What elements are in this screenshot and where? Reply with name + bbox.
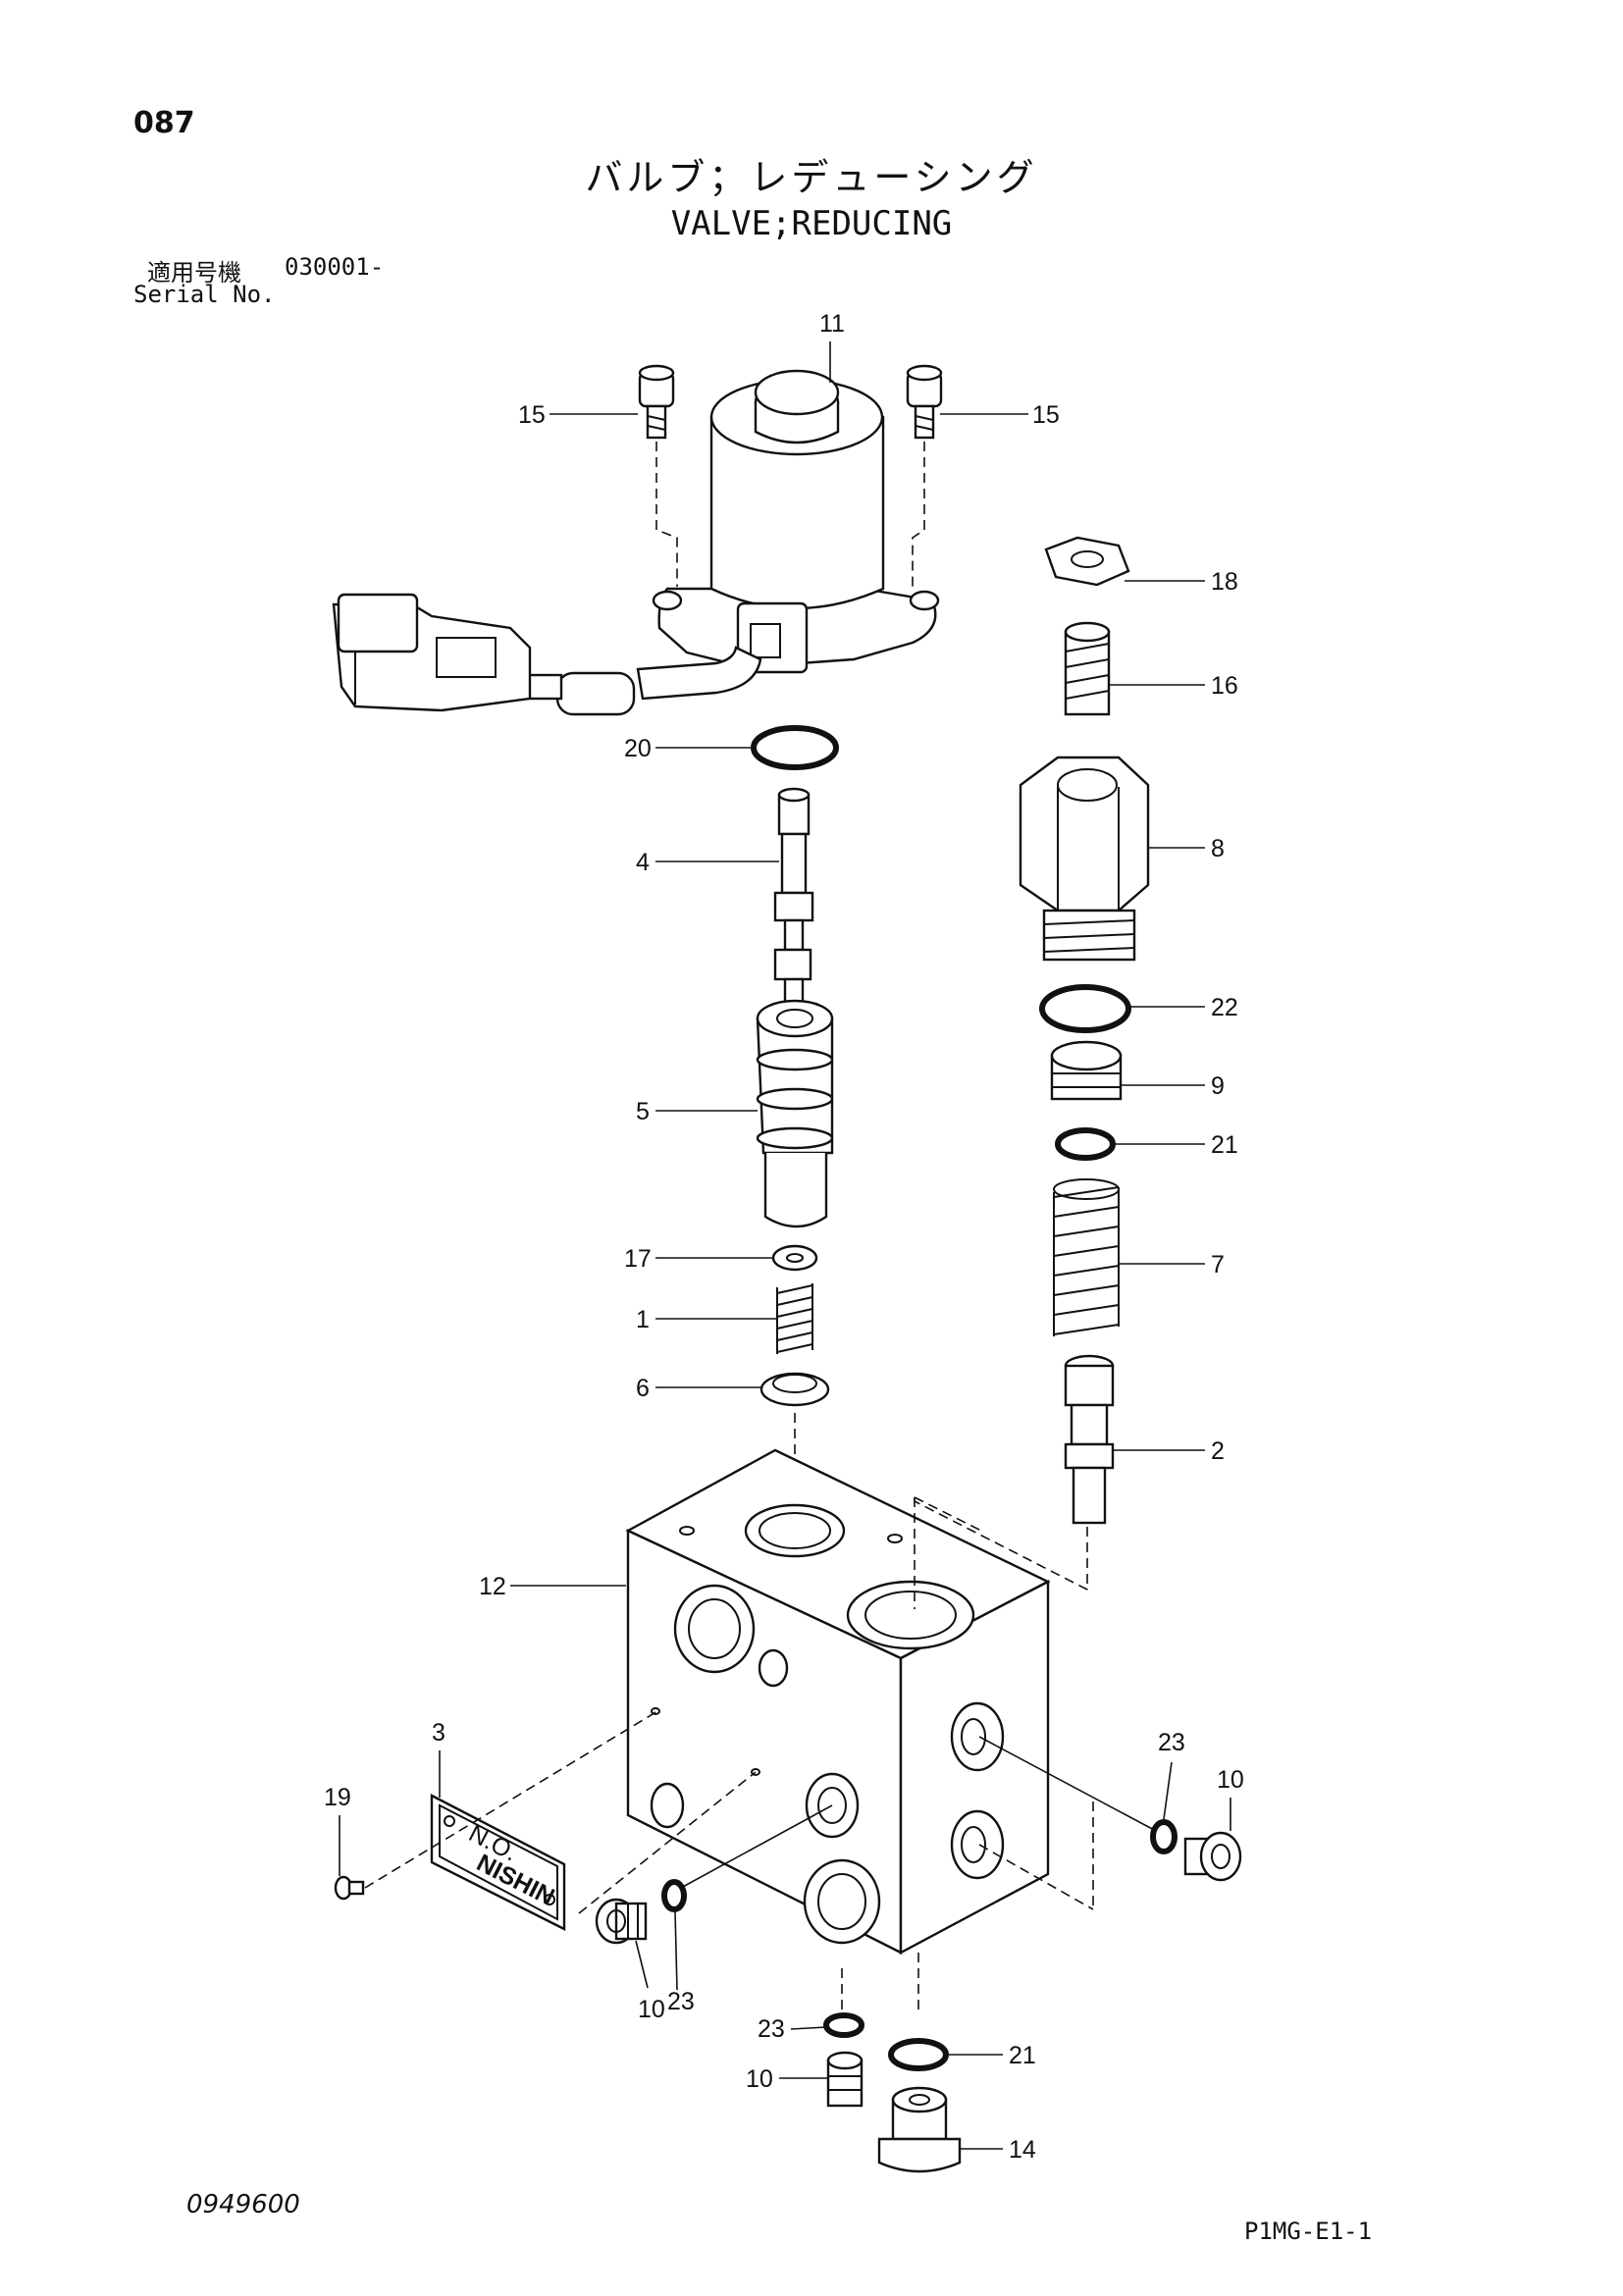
washer-part-17: [771, 1244, 818, 1272]
plug-part-10-bottom: [826, 2051, 864, 2108]
plug-part-10-right: [1183, 1831, 1242, 1882]
callout-15-right: 15: [1032, 401, 1060, 429]
o-ring-23-left: [661, 1879, 687, 1912]
callout-12: 12: [479, 1573, 506, 1600]
valve-body-part-12: [625, 1448, 1051, 1955]
title-japanese: バルブ；レデューシング: [585, 156, 1038, 199]
seat-part-6: [759, 1372, 830, 1407]
callout-22: 22: [1211, 994, 1238, 1021]
callout-16: 16: [1211, 672, 1238, 700]
callout-3: 3: [432, 1719, 445, 1747]
o-ring-20: [751, 725, 839, 770]
callout-15-left: 15: [518, 401, 546, 429]
serial-value: 030001-: [285, 253, 385, 281]
solenoid-part-11: [652, 369, 940, 674]
page-number: 087: [133, 106, 195, 140]
callout-labels: 11 15 15 18 16 20 4 8 22 5 9 21 17 7 1 6…: [324, 310, 1244, 2164]
o-ring-21: [1055, 1127, 1116, 1161]
callout-20: 20: [624, 735, 652, 762]
callout-1: 1: [636, 1306, 650, 1333]
spool-part-4: [773, 787, 814, 1007]
callout-17: 17: [624, 1245, 652, 1273]
o-ring-22: [1039, 984, 1131, 1033]
o-ring-23-bottom: [823, 2012, 864, 2038]
set-screw-part-16: [1064, 621, 1111, 716]
callout-10-right: 10: [1217, 1766, 1244, 1794]
spring-part-1: [776, 1283, 813, 1354]
callout-9: 9: [1211, 1072, 1225, 1100]
screw-15-left: [638, 364, 675, 440]
o-ring-21-bottom: [888, 2038, 949, 2071]
o-ring-23-right: [1150, 1819, 1178, 1854]
callout-21-upper: 21: [1211, 1131, 1238, 1159]
plug-part-10-left: [595, 1898, 648, 1945]
document-number: 0949600: [186, 2190, 300, 2219]
callout-19: 19: [324, 1784, 351, 1811]
callout-23-bottom: 23: [758, 2015, 785, 2043]
title-english: VALVE;REDUCING: [670, 204, 953, 243]
screw-15-right: [906, 364, 943, 440]
callout-4: 4: [636, 849, 650, 876]
callout-10-bottom: 10: [746, 2065, 773, 2093]
callout-21-bottom: 21: [1009, 2042, 1036, 2069]
callout-6: 6: [636, 1375, 650, 1402]
callout-23-left: 23: [667, 1988, 695, 2015]
callout-2: 2: [1211, 1437, 1225, 1465]
sleeve-part-5: [756, 999, 834, 1228]
poppet-part-2: [1064, 1354, 1115, 1525]
callout-5: 5: [636, 1098, 650, 1125]
callout-11: 11: [819, 310, 845, 338]
plug-part-9: [1050, 1040, 1123, 1101]
leader-lines: [339, 341, 1231, 2150]
callout-18: 18: [1211, 568, 1238, 596]
callout-8: 8: [1211, 835, 1225, 862]
serial-label-english: Serial No.: [133, 281, 276, 308]
callout-10-left: 10: [638, 1996, 665, 2023]
nut-part-18: [1044, 536, 1130, 587]
plug-part-14: [877, 2086, 962, 2173]
callout-23-right: 23: [1158, 1729, 1185, 1756]
rivet-part-19: [334, 1875, 365, 1901]
callout-14: 14: [1009, 2136, 1036, 2164]
serial-label-japanese: 適用号機: [147, 259, 241, 287]
callout-7: 7: [1211, 1251, 1225, 1278]
sheet-code: P1MG-E1-1: [1244, 2218, 1373, 2245]
spring-part-7: [1053, 1178, 1120, 1336]
plug-part-8: [1019, 756, 1150, 962]
name-plate-part-3: N.O. NISHIN: [430, 1794, 566, 1931]
harness-connector: [332, 593, 762, 716]
